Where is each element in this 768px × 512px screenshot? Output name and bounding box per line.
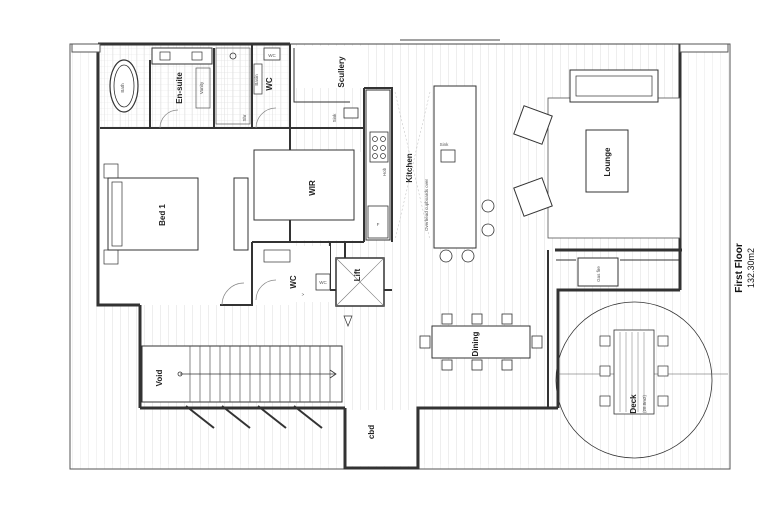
wc1-symbol: WC [268, 53, 276, 58]
kitchen-label: Kitchen [405, 153, 414, 182]
wc2-label: WC [289, 275, 298, 289]
lift-label: Lift [353, 268, 362, 281]
bed1-label: Bed 1 [158, 204, 167, 226]
deck-area: (28.8m2) [642, 394, 647, 413]
dining-label: Dining [471, 331, 480, 356]
sofa [569, 69, 659, 103]
scullery-label: Scullery [337, 56, 346, 88]
wc1-label: WC [265, 77, 274, 91]
shower-label: Shr [242, 114, 247, 122]
wir-label: WIR [308, 180, 317, 196]
wc2-arrow: > [302, 292, 305, 297]
lounge-label: Lounge [603, 147, 612, 176]
bed [107, 177, 199, 251]
hob-label: Hob [382, 167, 387, 176]
sink1-label: Sink [332, 113, 337, 123]
plan-title: First Floor [734, 243, 745, 293]
deck-label: Deck [629, 394, 638, 414]
overhead-note: Overhead cupboards over [424, 178, 429, 231]
deck-circle [555, 301, 713, 459]
fridge-label: F [377, 222, 380, 227]
lounge-sofa [585, 129, 629, 193]
exterior-walls [96, 42, 682, 470]
kitchen-bench [365, 89, 391, 241]
dining-table [431, 325, 531, 359]
plan-area: 132.30m2 [746, 248, 756, 288]
bathtub [109, 59, 139, 113]
basin-label: Basin [254, 74, 259, 86]
void-label: Void [155, 370, 164, 387]
kitchen-island [433, 85, 477, 249]
vanity-label: Vanity [199, 81, 204, 94]
gas-fire-label: Gas fire [596, 266, 601, 282]
wc2-symbol: WC [319, 280, 327, 285]
ensuite-label: En-suite [175, 72, 184, 104]
cbd-label: cbd [367, 425, 376, 439]
sink2-label: Sink [440, 142, 450, 147]
bath-label: Bath [120, 83, 125, 93]
